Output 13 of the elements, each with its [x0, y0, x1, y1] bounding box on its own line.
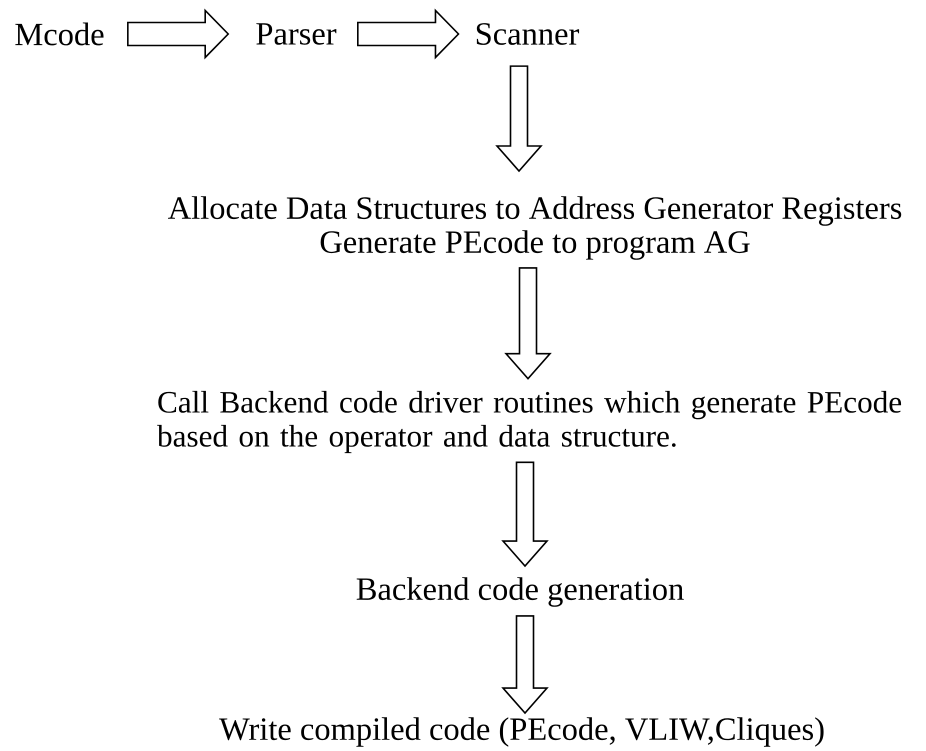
- block-arrow: [127, 8, 230, 60]
- step-label: Allocate Data Structures to Address Generator Registers Generate PEcode to program AG: [168, 196, 902, 260]
- block-arrow: [504, 267, 552, 380]
- block-arrow: [501, 462, 549, 568]
- step-label: Parser: [256, 23, 336, 45]
- step-label: Backend code generation: [356, 577, 684, 607]
- step-label: Write compiled code (PEcode, VLIW,Cliques): [219, 717, 824, 747]
- block-arrow: [495, 65, 543, 172]
- block-arrow: [357, 8, 460, 60]
- step-label: Mcode: [15, 22, 104, 46]
- step-label: Scanner: [476, 23, 580, 45]
- block-arrow: [501, 615, 549, 714]
- step-label: Call Backend code driver routines which generate PEcode based on the operator and data structure.: [157, 390, 902, 454]
